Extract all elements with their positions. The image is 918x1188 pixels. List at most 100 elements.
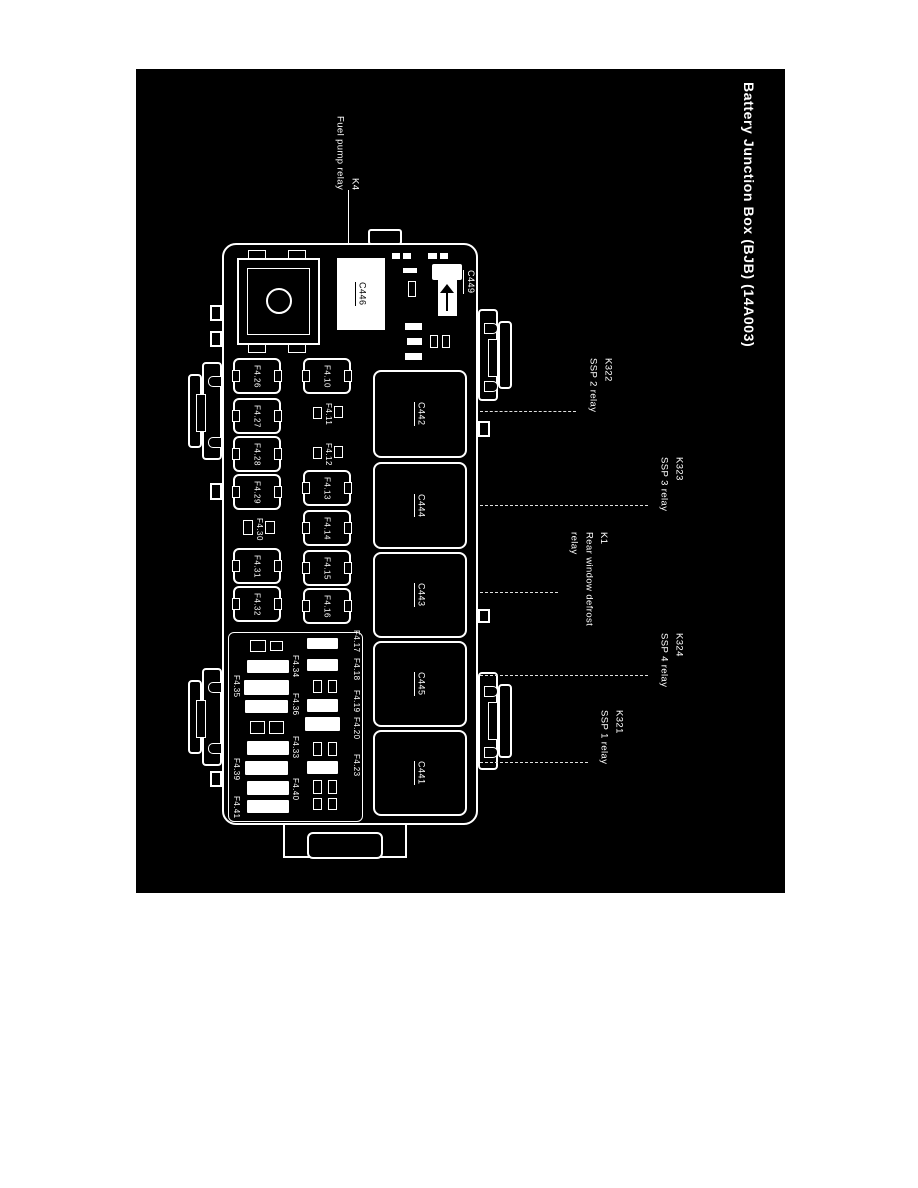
fuse-f4-30-label: F4.30	[255, 518, 264, 541]
fuse-f4-23-label: F4.23	[352, 754, 361, 777]
fuse-f4-39-label: F4.39	[232, 758, 241, 781]
connector-c444: C444	[373, 462, 467, 549]
minifuse-bar	[307, 638, 338, 649]
fuse-f4-16: F4.16	[303, 588, 351, 624]
minifuse-pair	[328, 798, 337, 810]
fuse-f4-18-label: F4.18	[352, 658, 361, 681]
fuse-label: F4.29	[252, 480, 262, 504]
right-tab-2-slot	[488, 702, 498, 740]
fuse-f4-31: F4.31	[233, 548, 281, 584]
right-tab-2-pin-b	[484, 747, 498, 758]
fuse-f4-33-label: F4.33	[291, 736, 300, 759]
small-part	[405, 323, 422, 330]
diagram-panel: Battery Junction Box (BJB) (14A003) K4 F…	[136, 69, 785, 893]
minifuse-bar	[247, 660, 289, 673]
left-tab-1-pin-b	[208, 437, 222, 448]
fuse-label: F4.10	[322, 364, 332, 388]
bottom-bracket-insert	[307, 832, 383, 859]
callout-k323: K323 SSP 3 relay	[656, 457, 685, 511]
small-part	[392, 253, 400, 259]
connector-c441: C441	[373, 730, 467, 816]
edge-bump	[210, 305, 222, 321]
fuse-f4-11-b	[334, 406, 343, 418]
fuse-label: F4.26	[252, 364, 262, 388]
fuse-f4-34-label: F4.34	[291, 655, 300, 678]
k321-leader-line	[480, 762, 588, 763]
minifuse-pair	[269, 721, 284, 734]
minifuse-compartment	[228, 632, 363, 822]
minifuse-pair	[313, 798, 322, 810]
callout-k1-text2: relay	[568, 532, 580, 555]
fuse-f4-11-label: F4.11	[324, 403, 333, 426]
connector-c443: C443	[373, 552, 467, 638]
minifuse-pair	[328, 780, 337, 794]
connector-c442: C442	[373, 370, 467, 458]
callout-k1: K1 Rear window defrost relay	[566, 532, 610, 626]
connector-label: C445	[413, 672, 427, 696]
top-mount-tab	[368, 229, 402, 245]
relay-socket-tab	[248, 250, 266, 259]
left-tab-1-pin-a	[208, 376, 222, 387]
callout-k322-id: K322	[602, 358, 614, 382]
small-part	[440, 253, 448, 259]
minifuse-bar	[247, 800, 289, 813]
edge-bump	[210, 771, 222, 787]
k4-leader-line	[348, 190, 349, 243]
fuse-label: F4.31	[252, 554, 262, 578]
k324-leader-line	[480, 675, 648, 676]
small-part	[430, 335, 438, 348]
connector-c446: C446	[337, 258, 385, 330]
relay-socket-tab	[288, 250, 306, 259]
fuse-label: F4.13	[322, 476, 332, 500]
connector-c449-cap	[432, 264, 462, 280]
left-tab-2-pin-b	[208, 743, 222, 754]
fuse-f4-14: F4.14	[303, 510, 351, 546]
callout-k4-text: Fuel pump relay	[334, 115, 346, 190]
right-tab-2-pin-a	[484, 686, 498, 697]
callout-k4-id: K4	[349, 177, 361, 190]
small-part	[408, 281, 416, 297]
k1-leader-line	[480, 592, 558, 593]
minifuse-bar	[247, 741, 289, 755]
callout-k1-id: K1	[598, 532, 610, 545]
right-tab-1-slot	[488, 339, 498, 377]
left-tab-2-slot	[196, 700, 206, 738]
minifuse-pair	[328, 742, 337, 756]
fuse-label: F4.32	[252, 592, 262, 616]
minifuse-bar	[307, 659, 338, 671]
callout-k323-id: K323	[673, 457, 685, 481]
fuse-f4-30-b	[265, 521, 275, 534]
minifuse-pair	[313, 742, 322, 756]
fuse-f4-11-a	[313, 407, 322, 419]
edge-bump	[478, 421, 490, 437]
left-tab-2-pin-a	[208, 682, 222, 693]
minifuse-bar	[247, 781, 289, 795]
fuse-label: F4.16	[322, 594, 332, 618]
connector-c446-label: C446	[354, 282, 368, 306]
fuse-f4-36-label: F4.36	[291, 693, 300, 716]
connector-label: C442	[413, 402, 427, 426]
small-part	[407, 338, 422, 345]
fuse-f4-12-b	[334, 446, 343, 458]
fuse-f4-20-label: F4.20	[352, 717, 361, 740]
fuse-f4-32: F4.32	[233, 586, 281, 622]
minifuse-pair	[313, 680, 322, 693]
callout-k322: K322 SSP 2 relay	[585, 358, 614, 412]
fuse-label: F4.14	[322, 516, 332, 540]
fuse-f4-13: F4.13	[303, 470, 351, 506]
right-tab-1-outer	[498, 321, 512, 389]
fuse-label: F4.28	[252, 442, 262, 466]
callout-k321: K321 SSP 1 relay	[596, 710, 625, 764]
right-tab-2-outer	[498, 684, 512, 758]
minifuse-pair	[250, 640, 266, 652]
relay-socket-tab	[288, 344, 306, 353]
minifuse-bar	[305, 717, 340, 731]
callout-k324: K324 SSP 4 relay	[656, 633, 685, 687]
right-tab-1-pin-a	[484, 323, 498, 334]
fuse-f4-29: F4.29	[233, 474, 281, 510]
callout-k321-text: SSP 1 relay	[598, 710, 610, 765]
connector-label: C443	[413, 583, 427, 607]
fuse-f4-12-a	[313, 447, 322, 459]
k322-leader-line	[480, 411, 576, 412]
